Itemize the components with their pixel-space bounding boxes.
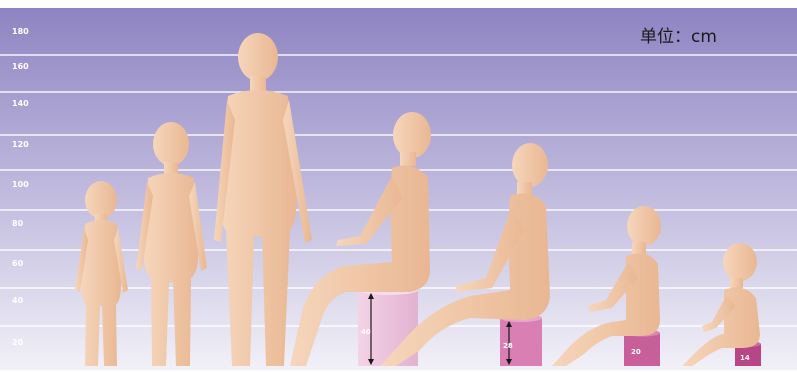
tick-label-100: 100 — [12, 180, 29, 189]
stool-label-20: 20 — [631, 348, 641, 356]
tick-label-60: 60 — [12, 259, 24, 268]
tick-label-20: 20 — [12, 338, 24, 347]
tick-label-40: 40 — [12, 296, 24, 305]
tick-label-120: 120 — [12, 140, 29, 149]
stool-label-28: 28 — [503, 342, 513, 350]
tick-label-160: 160 — [12, 62, 29, 71]
unit-label: 单位：cm — [640, 27, 717, 47]
stool-label-14: 14 — [740, 354, 750, 362]
tick-label-140: 140 — [12, 99, 29, 108]
stool-label-40: 40 — [361, 328, 371, 336]
tick-label-180: 180 — [12, 27, 29, 36]
tick-label-80: 80 — [12, 219, 24, 228]
stool-28: 28 — [500, 314, 542, 366]
